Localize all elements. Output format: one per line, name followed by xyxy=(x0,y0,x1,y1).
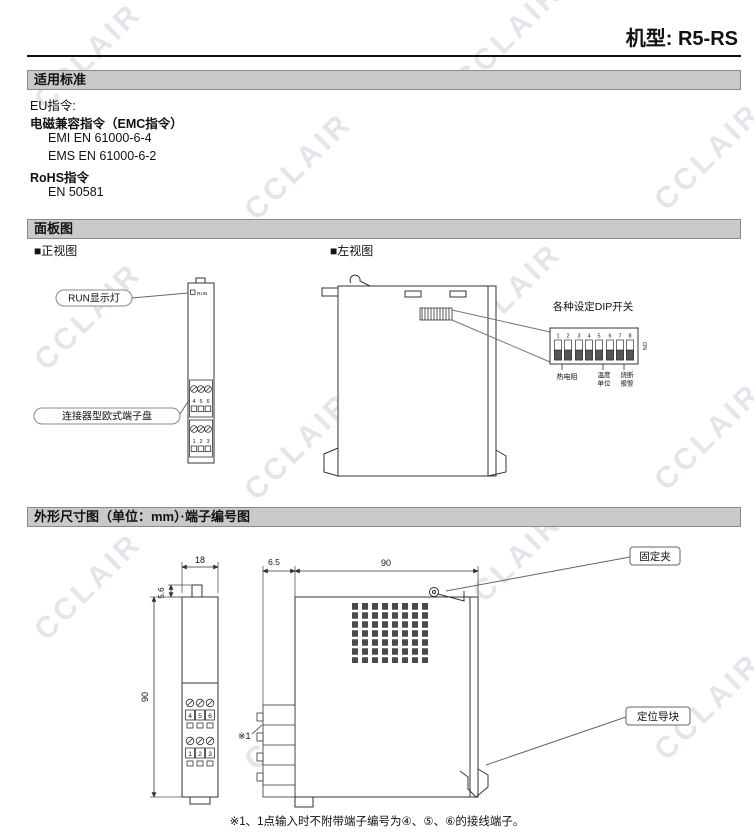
dim-90-height-label: 90 xyxy=(140,692,150,702)
dim-6-5-label: 6.5 xyxy=(268,557,280,567)
guide-block-label: 定位导块 xyxy=(637,710,679,723)
dip-number: 7 xyxy=(618,334,621,340)
eu-directive-label: EU指令: xyxy=(30,99,76,113)
terminal-number: 4 xyxy=(188,713,192,720)
terminal-number: 5 xyxy=(199,399,202,405)
din-rail-hook-right xyxy=(487,449,507,477)
terminal-block-bottom xyxy=(185,736,215,767)
dip-number: 8 xyxy=(628,334,631,340)
top-hook xyxy=(321,287,338,297)
run-led-text: RUN xyxy=(197,291,208,297)
dip-number: 1 xyxy=(556,334,559,340)
dip-number: 4 xyxy=(587,334,590,340)
dip-group2-label: 温度 xyxy=(598,370,612,379)
guide-block-hook xyxy=(459,768,489,798)
terminal-number: 3 xyxy=(206,439,209,445)
dip-group2-label: 单位 xyxy=(598,379,612,388)
dip-switch-levers xyxy=(554,339,634,361)
leader-line xyxy=(451,309,551,333)
terminal-number: 1 xyxy=(192,439,195,445)
run-led: RUN xyxy=(190,289,208,297)
leader-line xyxy=(251,724,263,735)
fixing-clip-label: 固定夹 xyxy=(639,550,671,563)
dim-5-6-label: 5.6 xyxy=(157,587,166,599)
terminal-block-top xyxy=(185,698,215,729)
terminal-number: 4 xyxy=(192,399,195,405)
leader-line xyxy=(485,716,627,766)
dimension-diagram: 18 5.6 90 4 5 6 xyxy=(140,546,691,808)
dimension-width xyxy=(181,562,219,593)
dip-group3-label: 烧断 xyxy=(621,370,635,379)
dip-group3-label: 报警 xyxy=(621,379,635,388)
dim-18-label: 18 xyxy=(195,555,205,565)
leader-line xyxy=(451,319,551,363)
dip-switch-detail-box: 1 2 3 4 5 6 7 8 ON 热电阻 温度 单 xyxy=(549,327,647,388)
emi-standard: EMI EN 61000-6-4 xyxy=(48,131,152,145)
front-view-caption: ■正视图 xyxy=(34,244,78,258)
terminal-number: 2 xyxy=(198,751,202,758)
section-header-dimensions: 外形尺寸图（单位：mm）·端子编号图 xyxy=(27,507,741,527)
watermark: CCLAIR xyxy=(648,96,754,217)
callout-box xyxy=(625,706,691,726)
dimension-depth xyxy=(262,566,479,705)
dip-switch-block xyxy=(419,307,453,321)
rohs-directive-label: RoHS指令 xyxy=(30,171,90,185)
dip-number: 5 xyxy=(597,334,600,340)
watermark: CCLAIR xyxy=(238,106,359,227)
fixing-clip-spring xyxy=(429,587,465,602)
dip-on-label: ON xyxy=(641,342,647,350)
front-module-outline xyxy=(181,584,219,805)
ems-standard: EMS EN 61000-6-2 xyxy=(48,149,157,163)
footnote: ※1、1点输入时不附带端子编号为④、⑤、⑥的接线端子。 xyxy=(229,816,525,828)
left-view-caption: ■左视图 xyxy=(330,244,374,258)
dip-number: 3 xyxy=(577,334,580,340)
terminal-block-top xyxy=(189,379,213,418)
rohs-standard: EN 50581 xyxy=(48,185,104,199)
emc-directive-label: 电磁兼容指令（EMC指令） xyxy=(30,117,183,131)
side-terminal-block xyxy=(256,704,296,798)
left-view-diagram: 各种设定DIP开关 1 2 3 4 5 6 7 8 ON xyxy=(321,274,647,477)
section-header-standards: 适用标准 xyxy=(27,70,741,90)
terminal-number: 6 xyxy=(206,399,209,405)
run-led-callout: RUN显示灯 xyxy=(68,293,120,305)
terminal-number: 1 xyxy=(188,751,192,758)
din-rail-hook-left xyxy=(323,447,339,477)
left-module-outline xyxy=(321,274,507,477)
callout-box xyxy=(629,546,681,566)
callout-box xyxy=(33,407,181,425)
leader-line xyxy=(131,292,189,299)
dip-number: 6 xyxy=(608,334,611,340)
header-divider xyxy=(27,55,741,57)
front-view-diagram: RUN 4 5 6 1 2 3 RUN显示灯 xyxy=(33,277,215,464)
note-ref: ※1 xyxy=(238,731,251,741)
vent-grille xyxy=(350,603,430,663)
dim-90-depth-label: 90 xyxy=(381,558,391,568)
page-title: 机型: R5-RS xyxy=(625,28,738,50)
terminal-block-bottom xyxy=(189,419,213,458)
dip-number: 2 xyxy=(566,334,569,340)
section-header-panel: 面板图 xyxy=(27,219,741,239)
spring-clip xyxy=(349,274,371,287)
dimension-tab-height xyxy=(168,584,192,598)
terminal-block-callout: 连接器型欧式端子盘 xyxy=(62,410,152,423)
terminal-number: 5 xyxy=(198,713,202,720)
terminal-number: 2 xyxy=(199,439,202,445)
dimension-height xyxy=(150,596,182,798)
din-rail-foot xyxy=(294,797,314,808)
leader-line xyxy=(179,399,190,415)
leader-line xyxy=(445,556,631,592)
dip-switch-callout: 各种设定DIP开关 xyxy=(553,300,634,313)
dip-group1-label: 热电阻 xyxy=(557,372,578,381)
terminal-number: 6 xyxy=(208,713,212,720)
terminal-number: 3 xyxy=(208,751,212,758)
